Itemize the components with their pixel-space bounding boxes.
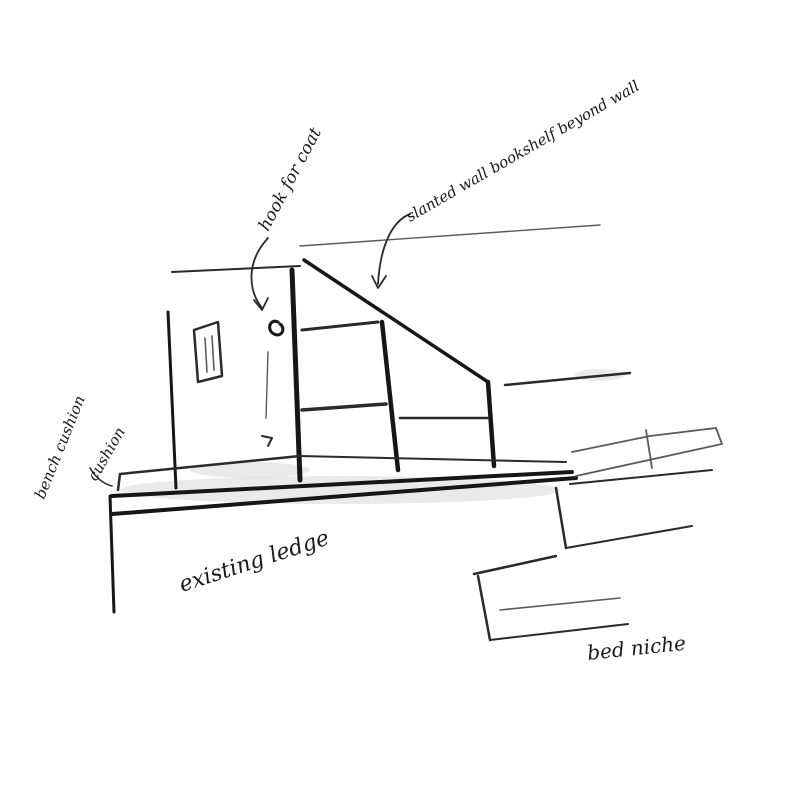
bench-cushion bbox=[116, 454, 567, 492]
window-sketch bbox=[192, 320, 224, 384]
label-bench-cushion: bench cushion bbox=[31, 393, 89, 502]
ceiling-lines bbox=[171, 224, 632, 387]
label-hook-for-coat: hook for coat bbox=[255, 124, 326, 234]
leader-arrows bbox=[89, 213, 411, 487]
label-slanted-wall: slanted wall bookshelf beyond wall bbox=[403, 77, 643, 226]
left-wall bbox=[166, 310, 269, 490]
coat-hook-icon bbox=[261, 319, 285, 447]
label-bed-niche: bed niche bbox=[586, 631, 687, 665]
bed-niche bbox=[472, 427, 724, 642]
bookshelf bbox=[289, 258, 497, 483]
label-existing-ledge: existing ledge bbox=[176, 526, 332, 598]
existing-ledge bbox=[108, 470, 578, 614]
